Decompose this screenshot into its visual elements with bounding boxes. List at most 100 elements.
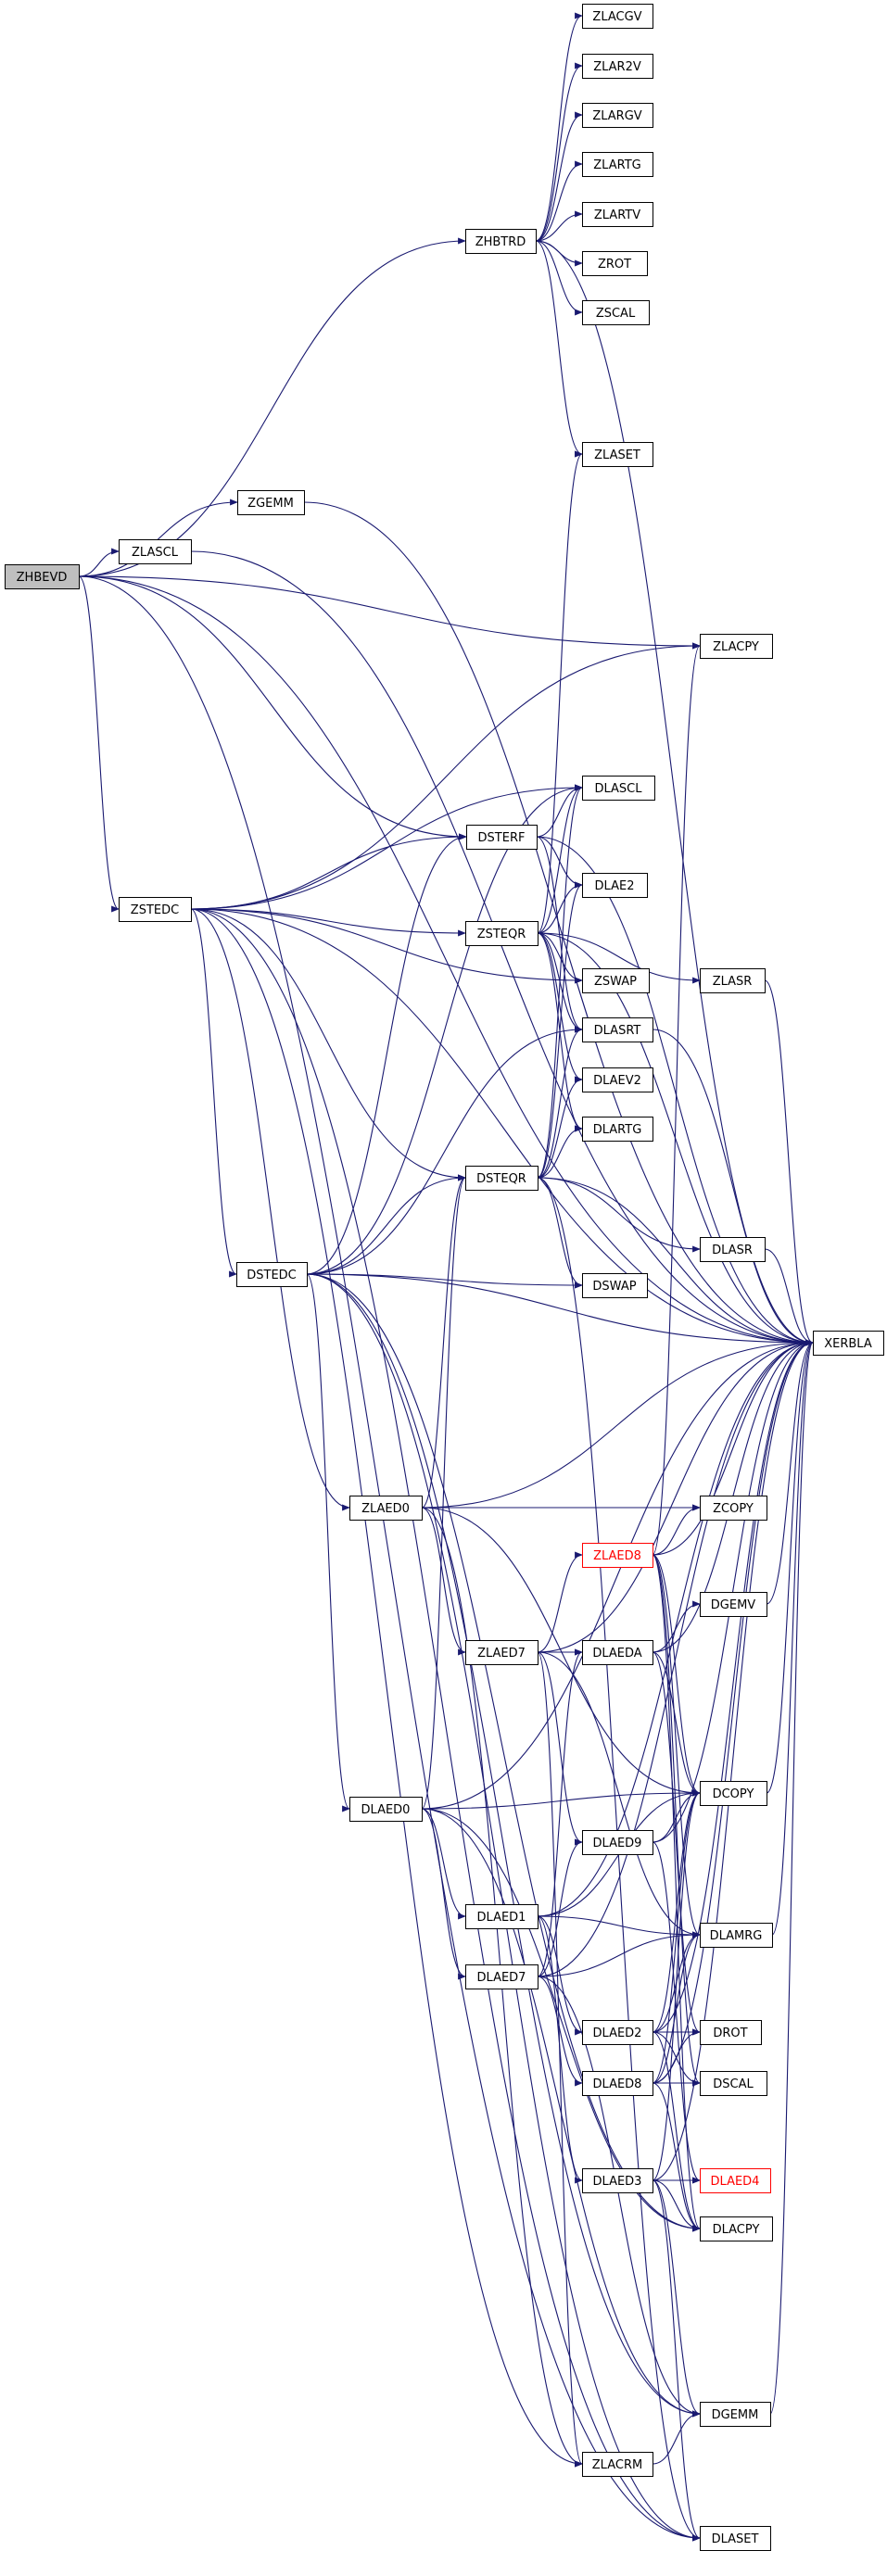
node-dstedc[interactable]: DSTEDC: [236, 1262, 308, 1287]
node-dlaset-box: [700, 2526, 771, 2551]
edge-zstedc-to-dsterf: [190, 833, 467, 910]
node-zlacrm[interactable]: ZLACRM: [582, 2452, 653, 2477]
node-zhbevd-box: [5, 564, 80, 589]
node-zcopy[interactable]: ZCOPY: [700, 1496, 767, 1521]
node-dlamrg-label: DLAMRG: [710, 1929, 763, 1943]
node-drot[interactable]: DROT: [700, 2020, 762, 2045]
node-dlaed9-box: [582, 1830, 653, 1855]
node-zhbevd[interactable]: ZHBEVD: [5, 564, 80, 589]
node-dlartg[interactable]: DLARTG: [582, 1117, 653, 1142]
node-dlaed1[interactable]: DLAED1: [465, 1904, 539, 1929]
edge-dlaed2-to-dlacpy: [652, 2031, 701, 2232]
edge-dlaed8-to-dlamrg: [652, 1931, 701, 2084]
node-zlaed7[interactable]: ZLAED7: [465, 1640, 539, 1665]
edge-dlaeda-to-dgemv: [652, 1600, 701, 1653]
node-dlamrg[interactable]: DLAMRG: [700, 1923, 773, 1948]
node-dsterf[interactable]: DSTERF: [466, 825, 538, 850]
node-zlasr[interactable]: ZLASR: [700, 968, 766, 993]
node-zlartg[interactable]: ZLARTG: [582, 152, 653, 177]
edge-zlascl-to-xerbla: [190, 550, 814, 1346]
node-dlaed8[interactable]: DLAED8: [582, 2071, 653, 2096]
node-dlaset[interactable]: DLASET: [700, 2526, 771, 2551]
edge-dstedc-to-dgemm: [306, 1273, 701, 2418]
edge-zlaed0-to-zlaed7: [421, 1507, 466, 1656]
node-zlartv[interactable]: ZLARTV: [582, 202, 653, 227]
node-dlaed4-box: [700, 2168, 771, 2193]
edge-dlaed3-to-dcopy: [652, 1789, 701, 2181]
node-dlaed8-box: [582, 2071, 653, 2096]
node-zlacgv-label: ZLACGV: [592, 10, 641, 24]
node-zstedc[interactable]: ZSTEDC: [119, 897, 192, 922]
node-dlaev2[interactable]: DLAEV2: [582, 1067, 653, 1092]
node-dswap[interactable]: DSWAP: [582, 1273, 648, 1298]
node-zlaed0-label: ZLAED0: [361, 1502, 410, 1516]
node-zrot[interactable]: ZROT: [582, 251, 648, 276]
node-dlaed0[interactable]: DLAED0: [349, 1797, 423, 1822]
node-dlascl[interactable]: DLASCL: [582, 776, 655, 801]
node-zlartg-box: [582, 152, 653, 177]
node-dlaed2[interactable]: DLAED2: [582, 2020, 653, 2045]
node-dlaed4[interactable]: DLAED4: [700, 2168, 771, 2193]
edge-zlaed8-to-dlamrg: [652, 1554, 701, 1938]
node-dgemm[interactable]: DGEMM: [700, 2402, 771, 2427]
node-zgemm[interactable]: ZGEMM: [237, 490, 305, 515]
edge-zhbtrd-to-zlartv: [535, 210, 583, 242]
edge-dlaed7-to-dlaed9: [537, 1838, 583, 1977]
node-dlaed2-box: [582, 2020, 653, 2045]
node-zlaed0[interactable]: ZLAED0: [349, 1496, 423, 1521]
node-zlaed8[interactable]: ZLAED8: [582, 1543, 653, 1568]
node-zswap[interactable]: ZSWAP: [582, 968, 650, 993]
node-zlascl[interactable]: ZLASCL: [119, 539, 192, 564]
node-zhbtrd[interactable]: ZHBTRD: [465, 229, 537, 254]
node-zlargv[interactable]: ZLARGV: [582, 103, 653, 128]
node-zlargv-box: [582, 103, 653, 128]
edge-zhbevd-to-zhbtrd: [78, 237, 466, 577]
edge-dsteqr-to-xerbla: [537, 1177, 814, 1346]
node-zscal-label: ZSCAL: [596, 307, 636, 321]
node-dlaed7[interactable]: DLAED7: [465, 1964, 539, 1989]
node-zlacpy[interactable]: ZLACPY: [700, 634, 773, 659]
edge-zlaed8-to-zlacpy: [652, 642, 701, 1556]
edge-zhbevd-to-dlaset: [78, 575, 701, 2542]
edge-zstedc-to-zlaed0: [190, 908, 350, 1511]
edge-zstedc-to-dsteqr: [190, 908, 466, 1181]
node-dlacpy[interactable]: DLACPY: [700, 2216, 773, 2241]
node-dlasrt[interactable]: DLASRT: [582, 1017, 653, 1042]
node-dlaeda[interactable]: DLAEDA: [582, 1640, 653, 1665]
edge-dstedc-to-dswap: [306, 1273, 583, 1289]
edge-zlasr-to-xerbla: [764, 979, 814, 1346]
node-dlacpy-box: [700, 2216, 773, 2241]
node-zcopy-box: [700, 1496, 767, 1521]
edge-dstedc-to-xerbla: [306, 1273, 814, 1346]
node-dgemv[interactable]: DGEMV: [700, 1592, 767, 1617]
edge-dstedc-to-dsterf: [306, 833, 467, 1275]
node-dlaed3[interactable]: DLAED3: [582, 2168, 653, 2193]
edge-dlaed2-to-dcopy: [652, 1789, 701, 2033]
node-dscal-label: DSCAL: [713, 2077, 754, 2091]
edge-dsteqr-to-dswap: [537, 1177, 583, 1289]
node-dlae2-box: [582, 873, 648, 898]
node-dlaed9[interactable]: DLAED9: [582, 1830, 653, 1855]
node-xerbla[interactable]: XERBLA: [813, 1331, 884, 1356]
node-dlasr[interactable]: DLASR: [700, 1237, 766, 1262]
node-dsteqr[interactable]: DSTEQR: [465, 1166, 539, 1191]
edge-zhbtrd-to-zlar2v: [535, 62, 583, 242]
node-dlae2[interactable]: DLAE2: [582, 873, 648, 898]
edge-layer: [78, 12, 814, 2542]
node-dlasr-box: [700, 1237, 766, 1262]
edge-zlaed0-to-dcopy: [421, 1507, 701, 1797]
node-zsteqr[interactable]: ZSTEQR: [465, 921, 539, 946]
node-dgemm-box: [700, 2402, 771, 2427]
edge-dlaed0-to-dsteqr: [421, 1174, 466, 1810]
node-zlar2v[interactable]: ZLAR2V: [582, 54, 653, 79]
node-zlaset[interactable]: ZLASET: [582, 442, 653, 467]
node-zrot-label: ZROT: [598, 258, 631, 271]
node-zscal[interactable]: ZSCAL: [582, 300, 650, 325]
node-dscal[interactable]: DSCAL: [700, 2071, 767, 2096]
edge-zlacrm-to-dgemm: [652, 2410, 701, 2465]
node-dcopy[interactable]: DCOPY: [700, 1781, 767, 1806]
edge-dsteqr-to-dlartg: [537, 1125, 583, 1179]
node-dstedc-box: [236, 1262, 308, 1287]
node-zlartg-label: ZLARTG: [593, 158, 640, 172]
node-zlacgv[interactable]: ZLACGV: [582, 4, 653, 29]
